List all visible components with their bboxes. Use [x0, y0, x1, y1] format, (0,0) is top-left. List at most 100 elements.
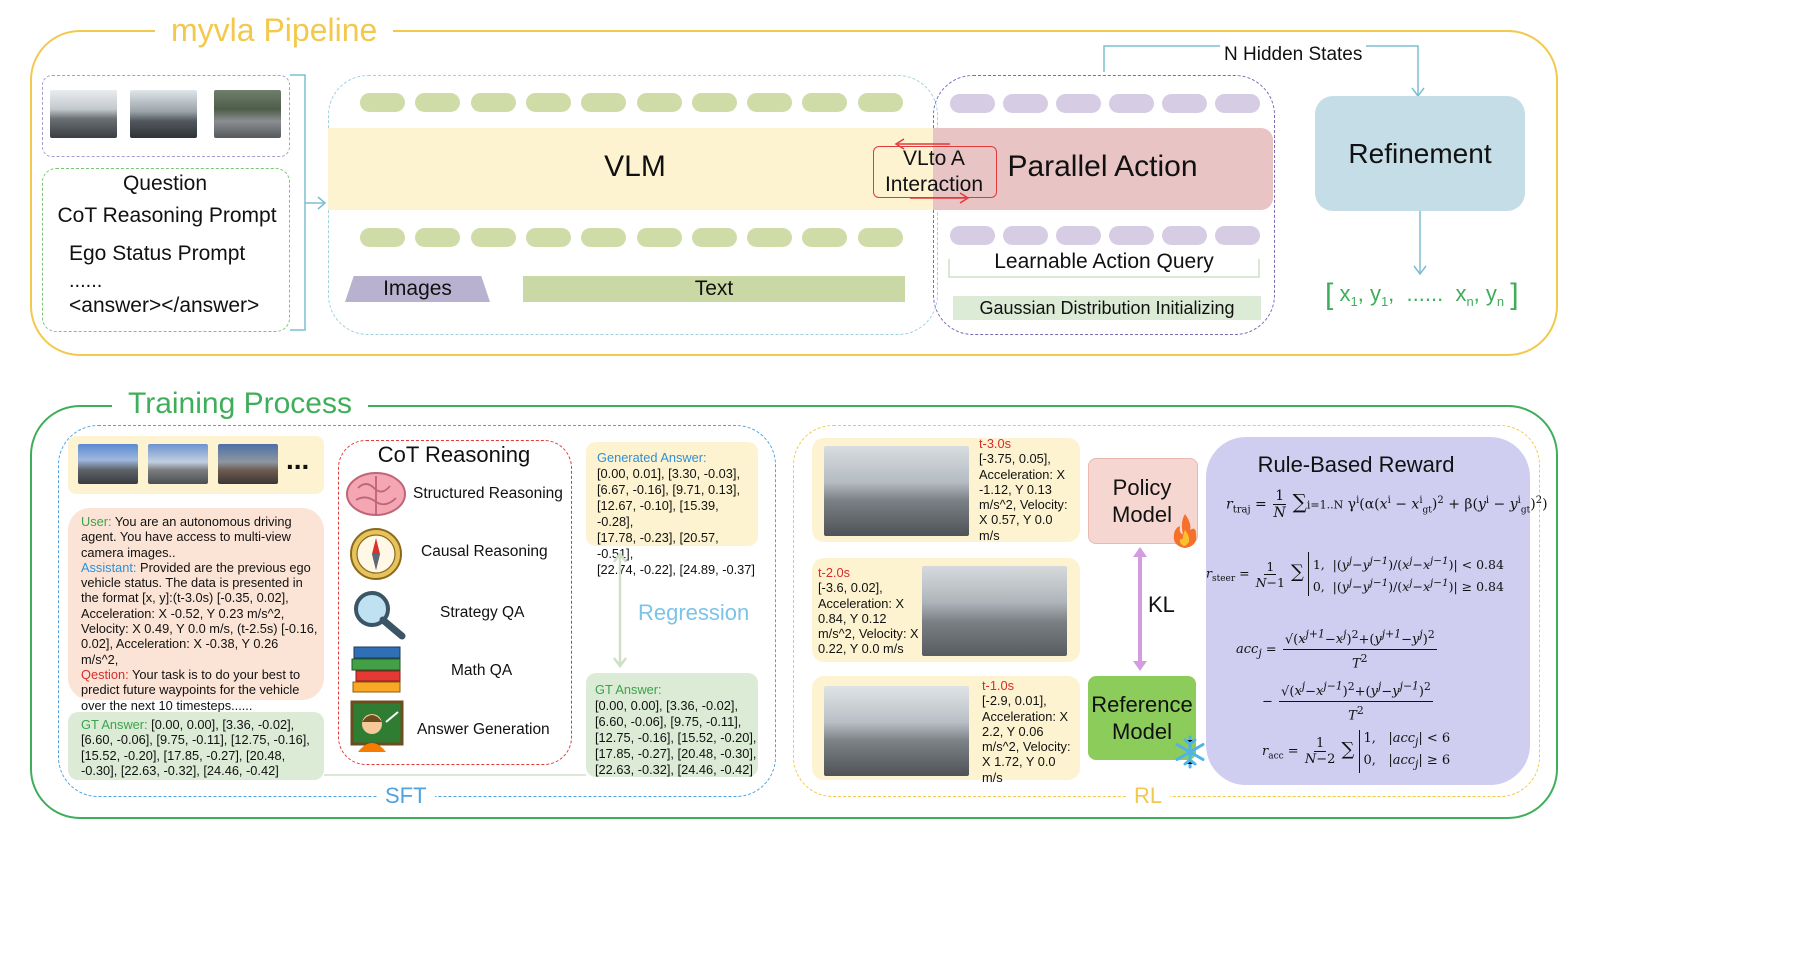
rl-card-2-line: [-3.6, 0.02],: [818, 580, 883, 596]
question-tag: Qestion:: [81, 666, 129, 682]
training-frame: [30, 405, 1558, 819]
action-token-bottom: [1003, 226, 1048, 245]
vlm-token-bottom: [470, 228, 516, 247]
snowflake-icon: [1175, 735, 1205, 769]
training-title: Training Process: [112, 387, 368, 421]
action-token-bottom: [1215, 226, 1260, 245]
vlm-token-bottom: [747, 228, 793, 247]
rl-card-1-line: [-3.75, 0.05],: [979, 451, 1051, 467]
rl-card-2-line: 0.84, Y 0.12: [818, 610, 887, 626]
vlm-token-top: [857, 93, 903, 112]
prompt-ellipsis: ......: [69, 270, 103, 292]
rl-label: RL: [1126, 783, 1171, 809]
rl-card-1-line: m/s: [979, 527, 1000, 543]
vlm-token-top: [360, 93, 405, 112]
pipeline-frame: [30, 30, 1558, 356]
camera-image-left: [130, 90, 197, 138]
cot-prompt-label: CoT Reasoning Prompt: [57, 204, 277, 227]
rl-card-3-line: m/s: [982, 769, 1003, 785]
books-icon: [351, 646, 401, 693]
learnable-query-label: Learnable Action Query: [994, 250, 1214, 273]
camera-image-front: [50, 90, 117, 138]
rl-card-1-time: t-3.0s: [979, 436, 1012, 451]
reward-panel: [1206, 437, 1530, 785]
text-label: Text: [694, 277, 734, 300]
reward-title: Rule-Based Reward: [1257, 452, 1455, 477]
action-token-top: [950, 94, 995, 113]
pipeline-title: myvla Pipeline: [155, 12, 394, 49]
action-token-bottom: [950, 226, 995, 245]
assistant-text: Provided are the previous ego vehicle st…: [81, 559, 318, 667]
gt-left-values: [0.00, 0.00], [3.36, -0.02], [6.60, -0.0…: [81, 717, 310, 778]
brain-icon: [346, 472, 406, 516]
action-token-top: [1003, 94, 1048, 113]
cot-title: CoT Reasoning: [377, 442, 531, 467]
sft-camera-image-1: [78, 444, 138, 484]
gt-answer-right-panel: [586, 673, 758, 777]
prompt-box: [42, 168, 290, 332]
gaussian-box: [953, 296, 1261, 320]
vlm-token-bottom: [691, 228, 737, 247]
gt-line-2: [12.75, -0.16], [15.52, -0.20],: [595, 730, 757, 745]
rl-card-3-line: Acceleration: X: [982, 708, 1069, 724]
gt-connector: [324, 774, 586, 776]
gen-line-4: [22.74, -0.22], [24.89, -0.37]: [597, 562, 755, 577]
vlm-token-bottom: [857, 228, 903, 247]
rl-camera-image-3: [824, 686, 969, 776]
magnifier-icon: [354, 591, 406, 640]
cot-item-answer: Answer Generation: [417, 721, 550, 738]
rl-card-3-text: t-1.0s [-2.9, 0.01], Acceleration: X 2.2…: [982, 678, 1080, 785]
question-text: Your task is to do your best to predict …: [81, 666, 301, 713]
ego-prompt-label: Ego Status Prompt: [69, 242, 246, 265]
gaussian-label: Gaussian Distribution Initializing: [979, 297, 1235, 318]
action-token-bottom: [1056, 226, 1101, 245]
rl-card-3-time: t-1.0s: [982, 678, 1015, 693]
rl-card-1-line: X 0.57, Y 0.0: [979, 512, 1053, 528]
cot-item-strategy: Strategy QA: [440, 604, 525, 621]
parallel-action-band[interactable]: [933, 128, 1273, 210]
vlm-token-top: [470, 93, 516, 112]
rl-camera-image-1: [824, 446, 969, 536]
cot-item-structured: Structured Reasoning: [413, 485, 563, 502]
cot-panel: [338, 440, 572, 765]
cot-item-causal: Causal Reasoning: [421, 543, 548, 560]
vlm-token-top: [525, 93, 571, 112]
vlm-label: VLM: [604, 150, 666, 183]
policy-model-label-2: Model: [1112, 502, 1172, 527]
vlm-token-top: [802, 93, 848, 112]
input-images-group: [42, 75, 290, 157]
gen-line-1: [6.67, -0.16], [9.71, 0.13],: [597, 482, 740, 497]
vlm-token-bottom: [360, 228, 405, 247]
cot-item-math: Math QA: [451, 662, 513, 679]
user-text: You are an autonomous driving agent. You…: [81, 514, 292, 560]
vlm-token-top: [415, 93, 461, 112]
vlm-token-bottom: [415, 228, 461, 247]
vlm-token-top: [636, 93, 682, 112]
rl-card-3-line: [-2.9, 0.01],: [982, 693, 1047, 709]
thumbs-ellipsis: ...: [286, 444, 310, 475]
generated-answer-tag: Generated Answer:: [597, 450, 707, 465]
generated-answer-panel: [586, 442, 758, 546]
regression-label: Regression: [638, 600, 750, 625]
rl-card-2-time: t-2.0s: [818, 565, 851, 580]
rl-card-1-line: m/s^2, Velocity:: [979, 497, 1068, 513]
question-label: Question: [122, 172, 208, 195]
gen-line-0: [0.00, 0.01], [3.30, -0.03],: [597, 466, 740, 481]
action-token-top: [1109, 94, 1154, 113]
refinement-box[interactable]: Refinement: [1315, 96, 1525, 211]
rl-card-3-line: X 1.72, Y 0.0: [982, 754, 1056, 770]
sft-label: SFT: [377, 783, 435, 809]
rl-card-2-text: t-2.0s [-3.6, 0.02], Acceleration: X 0.8…: [818, 565, 922, 657]
rl-card-2-line: m/s^2, Velocity: X: [818, 626, 919, 642]
gt-line-4: [22.63, -0.32], [24.46, -0.42]: [595, 762, 753, 777]
rl-card-2-line: 0.22, Y 0.0 m/s: [818, 641, 904, 657]
vlm-band: [328, 128, 938, 210]
sft-camera-image-3: [218, 444, 278, 484]
input-bracket-arrow: [290, 74, 327, 331]
vlm-token-top: [581, 93, 627, 112]
action-token-top: [1215, 94, 1260, 113]
gt-line-3: [17.85, -0.27], [20.48, -0.30],: [595, 746, 757, 761]
